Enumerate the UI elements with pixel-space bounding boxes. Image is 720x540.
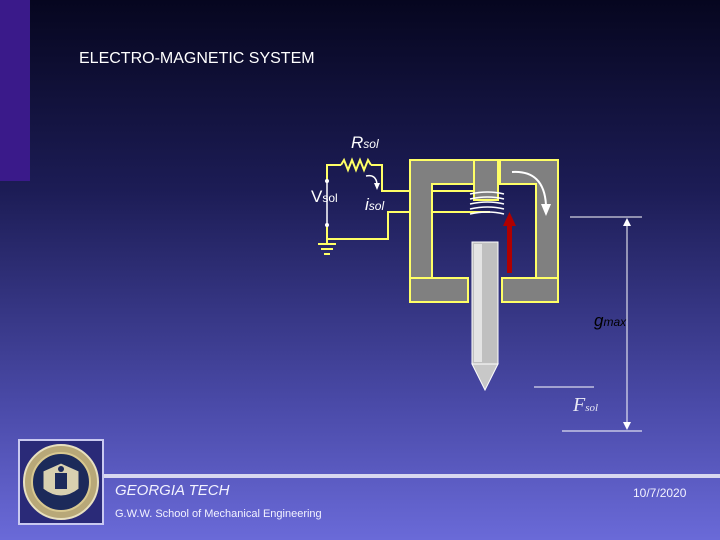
force-label: Fsol xyxy=(573,394,598,417)
plunger xyxy=(471,241,499,392)
gap-arrow-bottom-icon xyxy=(623,422,631,430)
ground-icon xyxy=(318,243,336,255)
gap-dimension xyxy=(534,216,642,432)
voltage-label-sub: sol xyxy=(322,191,338,205)
flux-arrow-icon xyxy=(511,170,547,206)
force-arrow-icon xyxy=(503,212,516,273)
core-center-pole xyxy=(473,159,499,201)
coil-windings xyxy=(469,191,505,215)
current-arrow-icon xyxy=(365,174,378,185)
resistor-zigzag xyxy=(340,157,372,173)
gap-label: gmax xyxy=(594,311,626,331)
current-label-sub: sol xyxy=(368,199,385,213)
seal-icon xyxy=(23,444,99,520)
resistor-label-main: R xyxy=(351,133,364,152)
slide-title: ELECTRO-MAGNETIC SYSTEM xyxy=(79,50,315,67)
footer-divider xyxy=(104,474,720,478)
left-wire xyxy=(326,164,341,181)
current-label: isol xyxy=(365,195,384,215)
voltage-source-icon xyxy=(325,179,329,227)
current-label-main: i xyxy=(365,195,369,214)
core-left-foot xyxy=(409,277,469,303)
footer-dept: G.W.W. School of Mechanical Engineering xyxy=(115,508,322,520)
resistor-label-sub: sol xyxy=(363,137,379,151)
footer-org: GEORGIA TECH xyxy=(115,482,230,499)
core-right-foot xyxy=(501,277,559,303)
resistor-label: Rsol xyxy=(351,133,379,153)
gap-label-sub: max xyxy=(603,315,627,329)
gap-label-main: g xyxy=(594,311,604,330)
accent-bar xyxy=(0,0,30,181)
gap-arrow-top-icon xyxy=(623,218,631,226)
footer-date: 10/7/2020 xyxy=(633,486,687,500)
top-wire xyxy=(371,164,490,192)
voltage-label-main: V xyxy=(311,187,323,206)
bottom-wire xyxy=(326,211,490,240)
force-label-sub: sol xyxy=(585,402,599,414)
force-label-main: F xyxy=(573,394,586,416)
voltage-label: Vsol xyxy=(311,187,338,207)
georgia-tech-seal-logo xyxy=(18,439,104,525)
